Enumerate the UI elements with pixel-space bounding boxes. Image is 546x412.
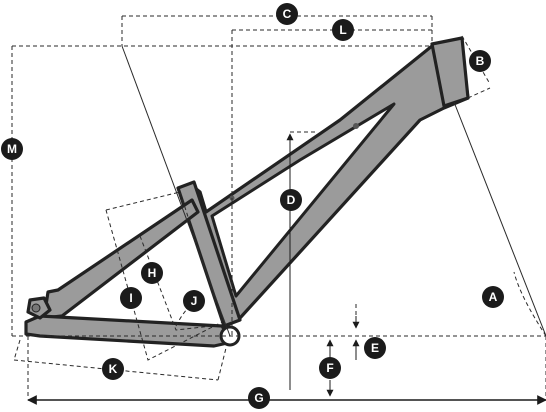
marker-c: C bbox=[276, 3, 298, 25]
marker-a: A bbox=[482, 286, 504, 308]
svg-text:H: H bbox=[148, 266, 157, 280]
svg-text:A: A bbox=[489, 290, 498, 304]
svg-text:D: D bbox=[287, 193, 296, 207]
svg-text:I: I bbox=[129, 291, 132, 305]
marker-m: M bbox=[1, 138, 23, 160]
bike-frame bbox=[24, 36, 470, 348]
svg-text:C: C bbox=[283, 7, 292, 21]
marker-j: J bbox=[183, 290, 205, 312]
svg-text:L: L bbox=[339, 23, 346, 37]
cable-boss bbox=[353, 123, 359, 129]
markers: C L B M D H I J A E F K G bbox=[1, 3, 504, 409]
marker-d: D bbox=[280, 189, 302, 211]
main-triangle-opening bbox=[210, 102, 396, 298]
svg-text:K: K bbox=[109, 362, 118, 376]
marker-k: K bbox=[102, 358, 124, 380]
marker-g: G bbox=[248, 387, 270, 409]
marker-b: B bbox=[469, 50, 491, 72]
marker-l: L bbox=[332, 19, 354, 41]
chain-stay bbox=[24, 314, 234, 348]
svg-text:J: J bbox=[191, 294, 198, 308]
svg-text:F: F bbox=[326, 361, 333, 375]
svg-text:B: B bbox=[476, 54, 485, 68]
marker-i: I bbox=[120, 287, 142, 309]
svg-text:M: M bbox=[7, 142, 17, 156]
marker-h: H bbox=[141, 262, 163, 284]
svg-text:G: G bbox=[254, 391, 263, 405]
marker-f: F bbox=[319, 357, 341, 379]
marker-e: E bbox=[364, 337, 386, 359]
svg-text:E: E bbox=[371, 341, 379, 355]
dropout-bolt bbox=[31, 303, 41, 313]
